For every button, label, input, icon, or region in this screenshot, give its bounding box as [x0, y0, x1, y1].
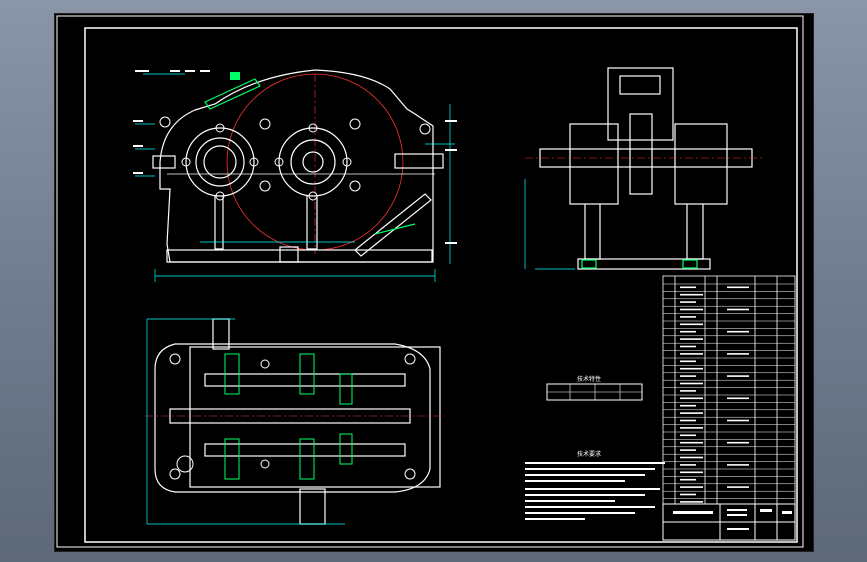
support-ribs [214, 196, 318, 250]
bolt-holes [159, 116, 431, 201]
side-dimensions [524, 179, 575, 270]
parts-list-row-text [727, 464, 749, 466]
top-shaft-2 [204, 373, 406, 387]
top-shaft-3 [204, 443, 406, 457]
parts-list-row-text [680, 471, 703, 474]
parts-list-row-text [680, 293, 703, 296]
side-right-housing [674, 123, 728, 205]
bearing-mid-outer [278, 127, 348, 197]
housing-outline [159, 69, 434, 263]
parts-list-rows [663, 283, 795, 503]
title-block [662, 503, 796, 541]
parts-list-row-text [680, 493, 696, 496]
side-top-block [607, 67, 674, 141]
notes-text-lines [525, 462, 665, 520]
parts-list-row-text [680, 345, 696, 348]
parts-list-row-text [680, 286, 696, 289]
parts-list-row-text [680, 478, 696, 481]
bearing-mid-bore [302, 151, 324, 173]
side-green-parts [581, 259, 698, 269]
parts-list-row-text [680, 441, 703, 444]
parts-list-row-text [680, 330, 696, 333]
parts-list-row-text [680, 427, 703, 429]
parts-list-row-text [727, 397, 749, 400]
parts-list-row-text [727, 419, 749, 422]
side-base [577, 258, 711, 270]
parts-list-row-text [680, 375, 696, 377]
side-cover [619, 75, 661, 95]
parts-list-row-text [680, 390, 696, 392]
top-bolt-holes [169, 353, 416, 480]
inspection-cover [204, 78, 261, 110]
parts-list-row-text [680, 382, 703, 385]
drain-plug [279, 246, 299, 263]
parts-list-row-text [680, 434, 696, 437]
vent-plug [230, 72, 240, 80]
spec-table-title: 技术特性 [577, 375, 601, 383]
top-gears [224, 353, 353, 480]
oil-level [374, 223, 416, 235]
parts-list-row-text [680, 404, 696, 407]
parts-list-row-text [680, 367, 703, 370]
parts-list-row-text [680, 316, 696, 318]
parts-list-row-text [680, 301, 696, 303]
side-center-boss [629, 113, 653, 195]
parts-list-row-text [680, 412, 703, 414]
parts-list-row-text [680, 323, 703, 326]
parts-list-row-text [680, 308, 703, 311]
parts-list-row-text [680, 338, 703, 340]
parts-list-row-text [680, 501, 703, 503]
front-view [133, 69, 457, 282]
bearing-left-bore [203, 145, 237, 179]
parts-list-row-text [680, 464, 696, 466]
bearing-mid-inner [290, 139, 336, 185]
sheet-border-inner [84, 27, 798, 543]
top-housing [154, 343, 431, 493]
parts-list-row-text [727, 330, 749, 333]
parts-list-row-text [680, 360, 696, 363]
parts-list-row-text [680, 486, 703, 488]
top-view [145, 318, 445, 525]
side-left-housing [569, 123, 619, 205]
side-view [524, 67, 765, 270]
parts-list-row-text [680, 456, 703, 459]
input-shaft-end [152, 155, 176, 169]
drawing-canvas: 技术特性 技术要求 [56, 15, 804, 548]
parts-list-row-text [727, 308, 749, 311]
front-dimensions [135, 73, 455, 282]
front-leader-labels [133, 70, 457, 244]
bearing-left-outer [185, 127, 255, 197]
top-dimensions [146, 318, 345, 525]
top-inner-box [189, 346, 441, 488]
title-block-text [673, 509, 792, 530]
bearing-left-inner [195, 137, 245, 187]
parts-list-row-text [727, 286, 749, 289]
cad-drawing-sheet: 技术特性 技术要求 [54, 13, 814, 552]
sheet-border-outer [56, 15, 804, 548]
parts-list-row-text [727, 375, 749, 377]
oil-dipstick [354, 193, 432, 257]
side-legs [584, 204, 704, 260]
base-flange [166, 249, 433, 263]
parts-list-row-text [727, 353, 749, 355]
parts-list-row-text [727, 441, 749, 444]
notes-title: 技术要求 [577, 450, 601, 458]
parts-list-row-text [680, 397, 703, 400]
parts-list-row-text [680, 449, 696, 451]
parts-list-row-text [680, 353, 703, 355]
top-shaft-1 [169, 408, 411, 424]
parts-list-row-text [727, 486, 749, 488]
top-output-shaft [299, 488, 326, 525]
output-shaft-end [394, 153, 444, 169]
parts-list-row-text [680, 419, 696, 422]
spec-table [546, 383, 643, 401]
